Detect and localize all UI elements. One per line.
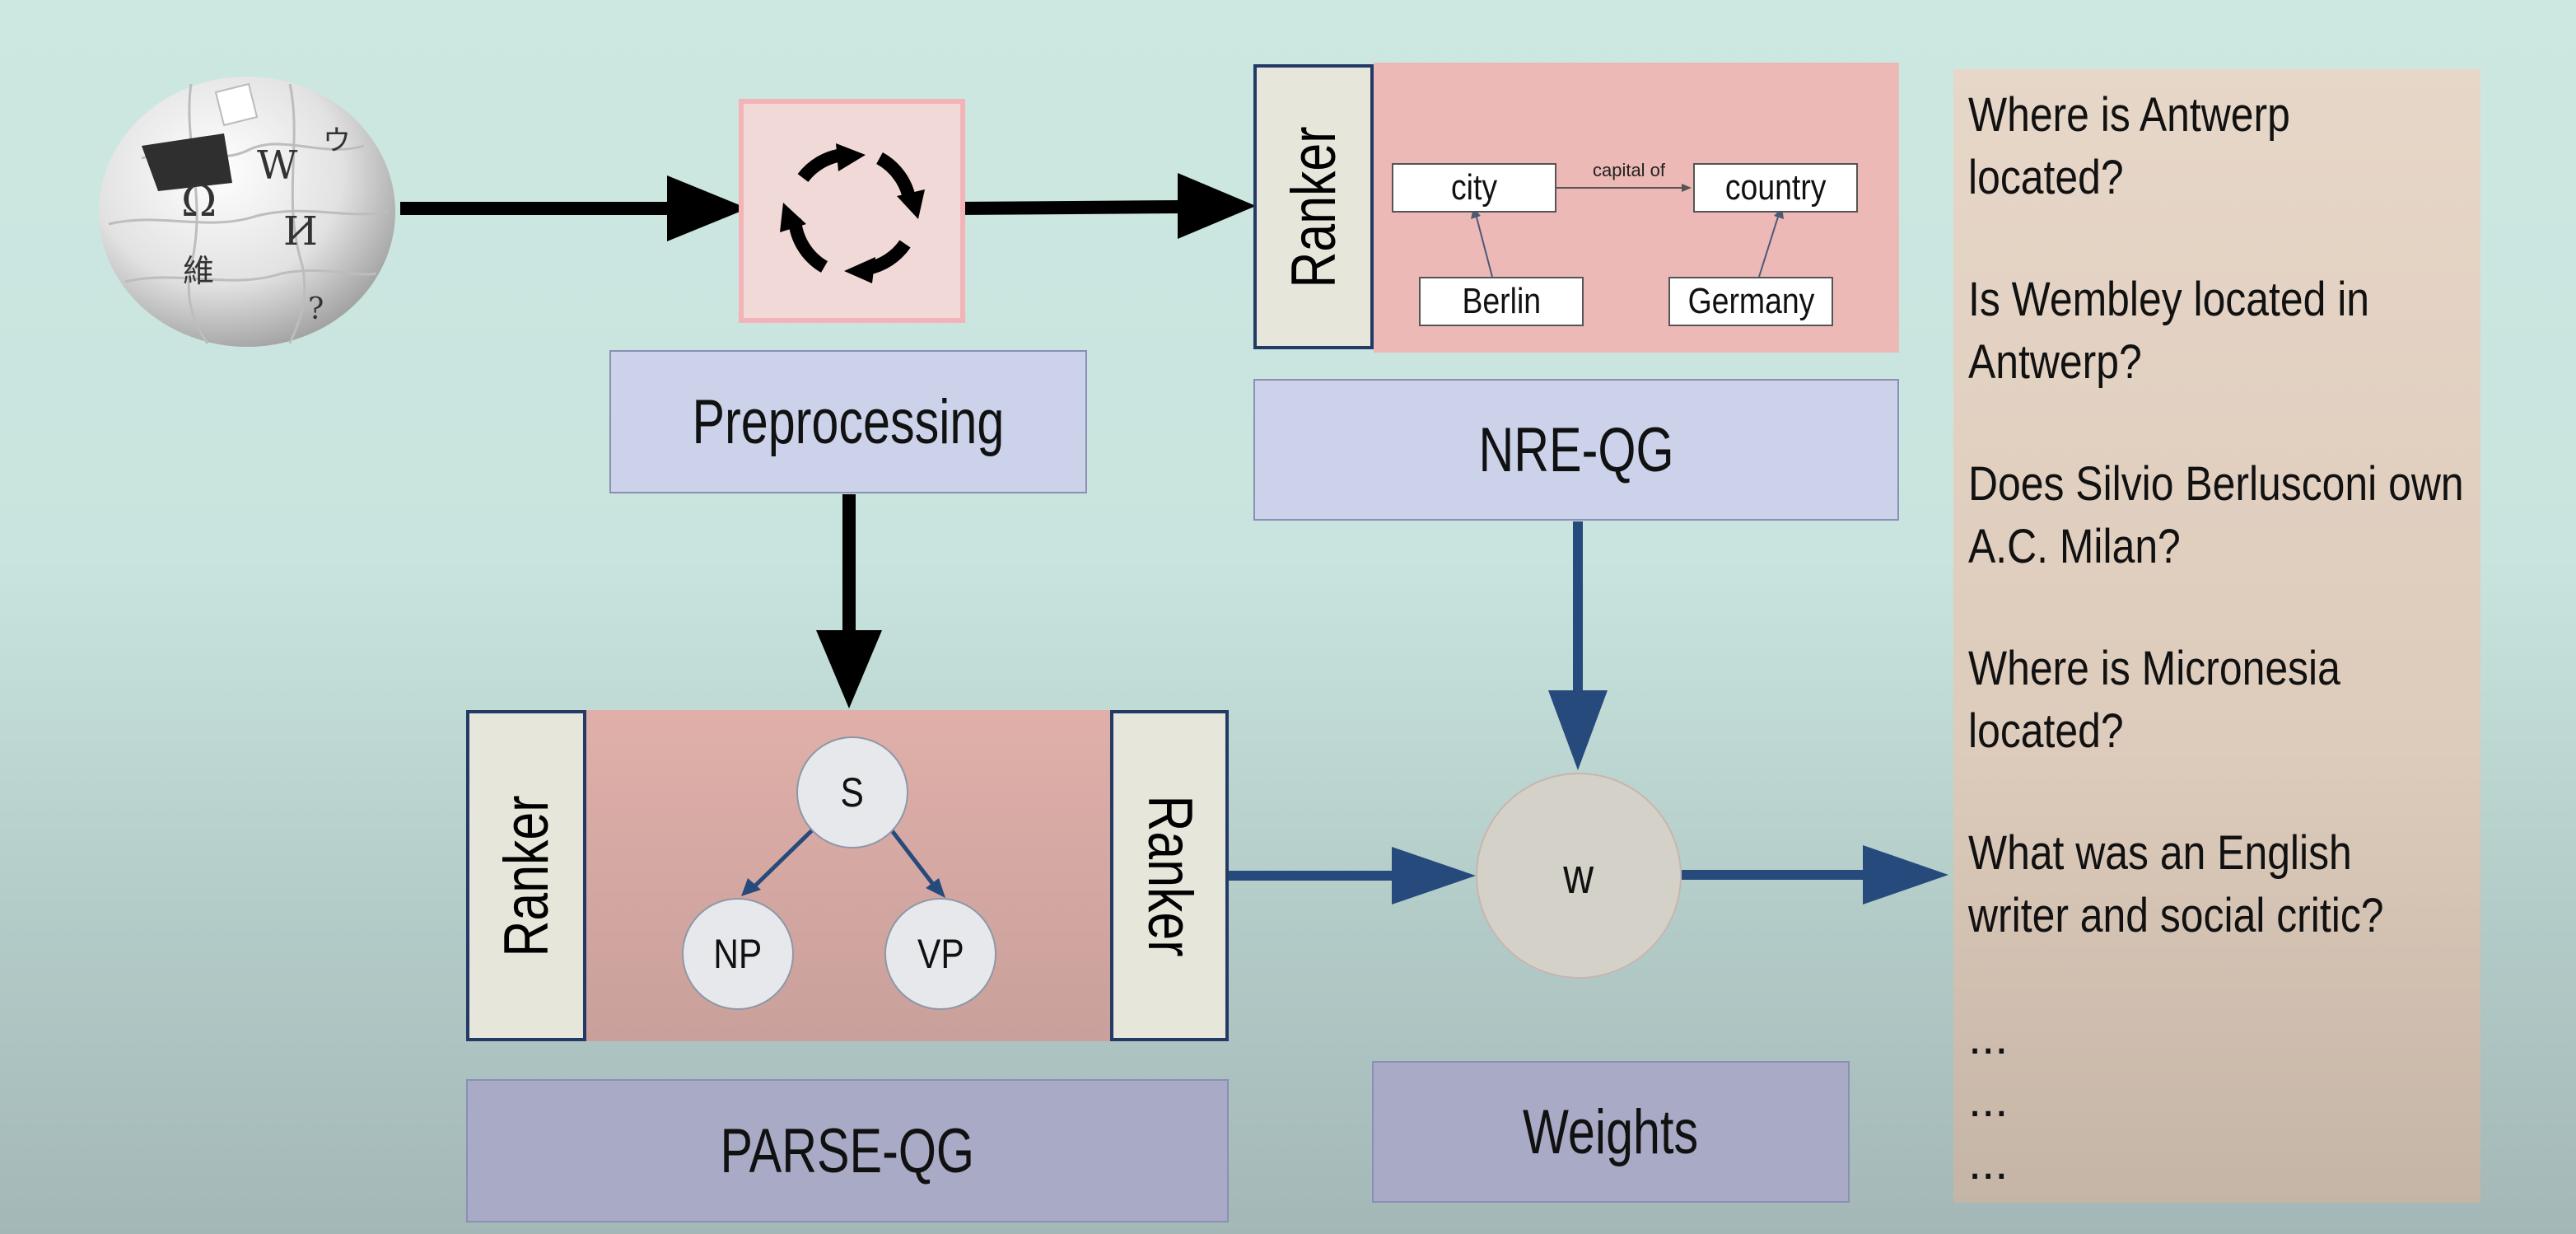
nre-ranker-text: Ranker	[1278, 126, 1349, 287]
weights-label: Weights	[1372, 1061, 1850, 1203]
wikipedia-globe-icon: Ω W И 維 ウ ?	[92, 68, 402, 351]
question-5: What was an English writer and social cr…	[1968, 826, 2384, 942]
tree-node-vp: VP	[884, 898, 996, 1010]
arrow-preprocessing-to-nre	[954, 173, 1256, 239]
entity-country: country	[1693, 163, 1858, 213]
ellipsis-2: ...	[1968, 1073, 2009, 1127]
relation-label: capital of	[1592, 160, 1666, 180]
globe-glyph-w: W	[257, 143, 298, 189]
preprocessing-cycle-icon	[739, 99, 965, 323]
tree-node-np: NP	[682, 898, 794, 1010]
entity-berlin: Berlin	[1419, 277, 1584, 326]
arrow-weight-to-output	[1682, 845, 1948, 904]
entity-germany: Germany	[1668, 277, 1833, 326]
globe-glyph-kanji: 維	[183, 253, 214, 289]
output-questions-panel: Where is Antwerp located? Is Wembley loc…	[1953, 69, 2480, 1203]
parse-qg-label: PARSE-QG	[466, 1079, 1229, 1222]
nre-ranker: Ranker	[1253, 64, 1374, 349]
question-3: Does Silvio Berlusconi own A.C. Milan?	[1968, 457, 2464, 573]
arrow-globe-to-preprocessing	[400, 175, 748, 241]
preprocessing-label: Preprocessing	[609, 350, 1087, 493]
parse-ranker-left: Ranker	[466, 710, 586, 1041]
question-1: Where is Antwerp located?	[1968, 88, 2290, 204]
globe-glyph-omega: Ω	[181, 177, 217, 227]
entity-city: city	[1392, 163, 1556, 213]
weights-text: Weights	[1523, 1096, 1699, 1167]
tree-node-s: S	[796, 736, 908, 848]
ellipsis-3: ...	[1968, 1136, 2009, 1190]
question-4: Where is Micronesia located?	[1968, 642, 2340, 758]
arrow-nre-to-weight	[1548, 521, 1608, 770]
question-2: Is Wembley located in Antwerp?	[1968, 273, 2370, 389]
preprocessing-text: Preprocessing	[692, 386, 1005, 457]
globe-glyph-i: И	[283, 208, 318, 255]
globe-glyph-q: ?	[308, 292, 324, 326]
ellipsis-list: ... ... ...	[1968, 1007, 2008, 1194]
nre-qg-text: NRE-QG	[1478, 414, 1674, 485]
relation-edges	[1471, 184, 1784, 278]
parse-qg-text: PARSE-QG	[720, 1115, 975, 1186]
globe-glyph-u: ウ	[323, 124, 351, 157]
parse-ranker-left-text: Ranker	[491, 795, 562, 956]
weight-node: w	[1476, 773, 1682, 979]
arrow-preprocessing-to-parse	[816, 494, 882, 708]
parse-ranker-right-text: Ranker	[1134, 795, 1205, 956]
parse-tree-panel: S NP VP	[586, 710, 1112, 1041]
parse-ranker-right: Ranker	[1110, 710, 1229, 1041]
nre-relation-panel: capital of city country Berlin Germany	[1374, 63, 1899, 353]
nre-qg-label: NRE-QG	[1253, 379, 1899, 521]
ellipsis-1: ...	[1968, 1011, 2009, 1064]
arrow-parse-to-weight	[1229, 847, 1476, 904]
tree-edges	[741, 828, 945, 898]
